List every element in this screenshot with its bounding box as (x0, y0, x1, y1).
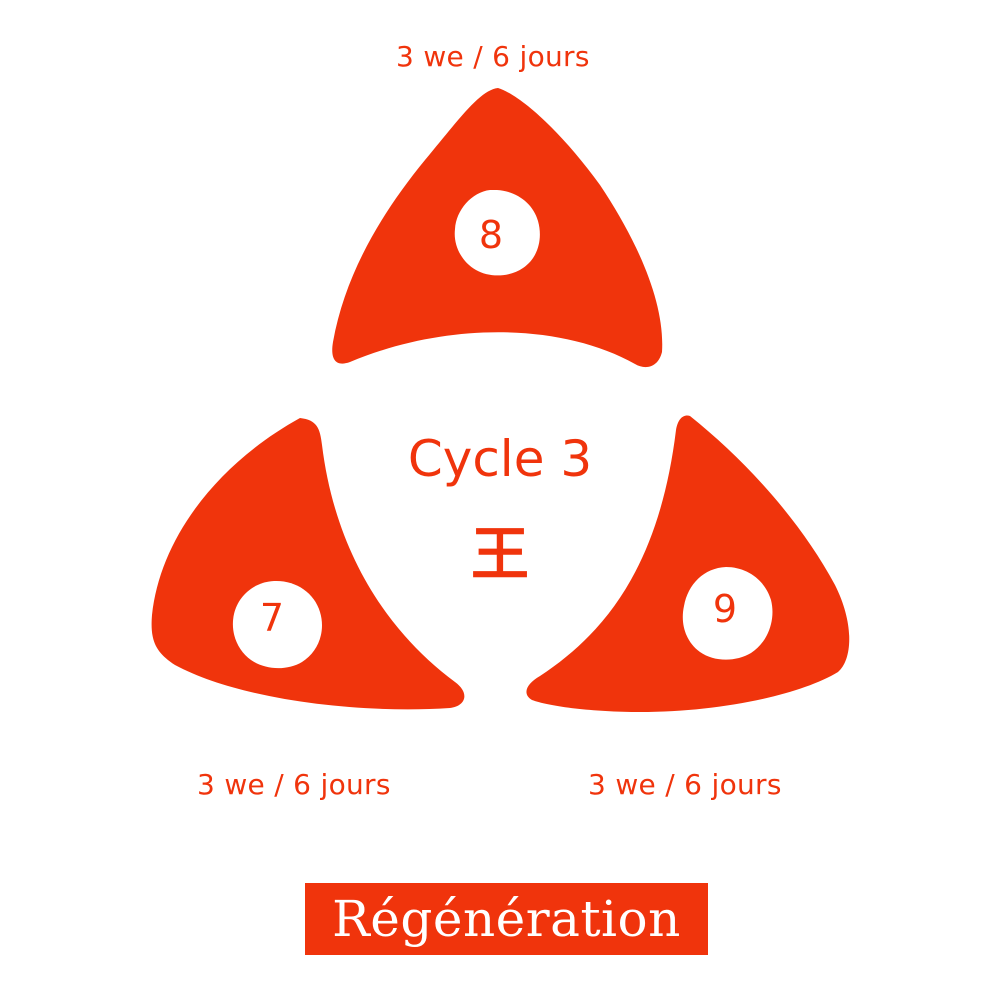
petal-right (526, 415, 850, 712)
footer-badge: Régénération (305, 883, 708, 955)
badge-9-number: 9 (713, 587, 737, 631)
cycle-title: Cycle 3 (407, 430, 593, 488)
badge-8-number: 8 (479, 213, 503, 257)
cycle-glyph: 王 (470, 520, 529, 588)
badge-8: 8 (454, 190, 540, 276)
badge-8-circle (454, 190, 540, 276)
petal-left (151, 418, 465, 710)
badge-7-circle (232, 580, 322, 669)
footer-label: Régénération (332, 890, 681, 948)
duration-label-top: 3 we / 6 jours (396, 40, 590, 73)
duration-label-left: 3 we / 6 jours (197, 768, 391, 801)
badge-9: 9 (682, 567, 773, 660)
badge-7-number: 7 (260, 596, 284, 640)
duration-label-right: 3 we / 6 jours (588, 768, 782, 801)
badge-9-circle (682, 567, 773, 660)
badge-7: 7 (232, 580, 322, 669)
